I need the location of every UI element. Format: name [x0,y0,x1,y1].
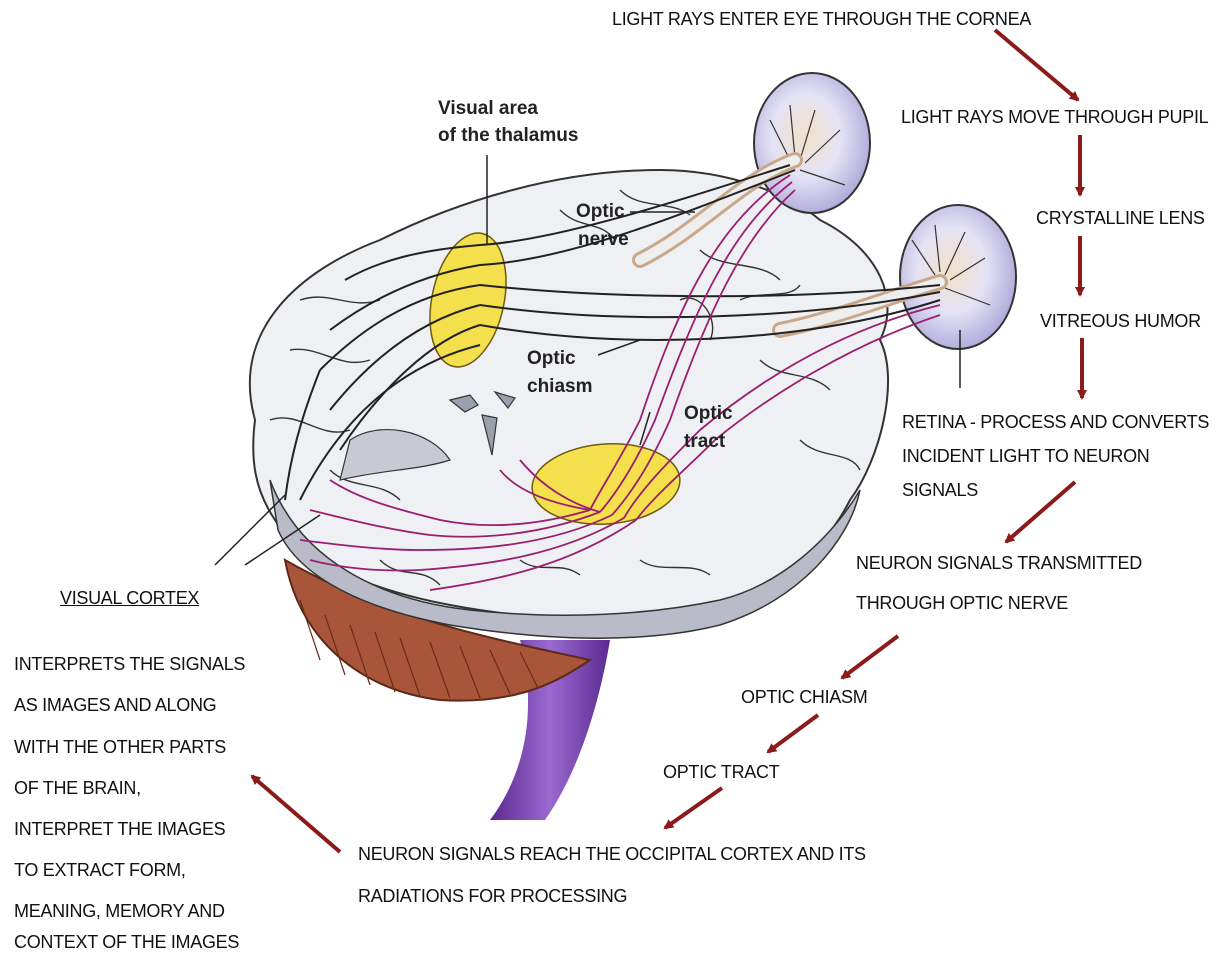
step-cornea: LIGHT RAYS ENTER EYE THROUGH THE CORNEA [612,9,1031,30]
visual-cortex-desc-8: CONTEXT OF THE IMAGES [14,932,239,953]
step-pupil: LIGHT RAYS MOVE THROUGH PUPIL [901,107,1208,128]
visual-cortex-desc-1: INTERPRETS THE SIGNALS [14,654,245,675]
visual-cortex-desc-3: WITH THE OTHER PARTS [14,737,226,758]
label-optic-nerve-line2: nerve [578,229,629,250]
arrow-tract-to-occipital [665,788,722,828]
step-chiasm: OPTIC CHIASM [741,687,867,708]
step-lens: CRYSTALLINE LENS [1036,208,1205,229]
step-occipital-line1: NEURON SIGNALS REACH THE OCCIPITAL CORTE… [358,844,866,865]
arrow-chiasm-to-tract [768,715,818,752]
arrow-nerve-to-chiasm [842,636,898,678]
arrow-occipital-to-cortex [252,776,340,852]
arrow-cornea-to-pupil [995,30,1078,100]
step-retina-line3: SIGNALS [902,480,978,501]
step-retina-line1: RETINA - PROCESS AND CONVERTS [902,412,1209,433]
visual-cortex-desc-7: MEANING, MEMORY AND [14,901,225,922]
label-thalamus-line2: of the thalamus [438,125,578,146]
label-optic-tract-line2: tract [684,431,726,452]
step-nerve-line2: THROUGH OPTIC NERVE [856,593,1068,614]
visual-cortex-desc-4: OF THE BRAIN, [14,778,141,799]
visual-cortex-desc-6: TO EXTRACT FORM, [14,860,186,881]
step-occipital-line2: RADIATIONS FOR PROCESSING [358,886,627,907]
eye-lower [900,205,1016,349]
eye-upper [754,73,870,213]
label-optic-chiasm-line2: chiasm [527,376,592,397]
visual-cortex-title: VISUAL CORTEX [60,588,199,609]
arrow-retina-to-nerve [1006,482,1075,542]
label-thalamus-line1: Visual area [438,98,538,119]
label-optic-tract-line1: Optic [684,403,733,424]
step-retina-line2: INCIDENT LIGHT TO NEURON [902,446,1150,467]
label-optic-nerve-line1: Optic [576,201,625,222]
label-optic-chiasm-line1: Optic [527,348,576,369]
visual-cortex-desc-5: INTERPRET THE IMAGES [14,819,225,840]
step-tract: OPTIC TRACT [663,762,779,783]
visual-cortex-desc-2: AS IMAGES AND ALONG [14,695,216,716]
step-vitreous: VITREOUS HUMOR [1040,311,1201,332]
step-nerve-line1: NEURON SIGNALS TRANSMITTED [856,553,1142,574]
